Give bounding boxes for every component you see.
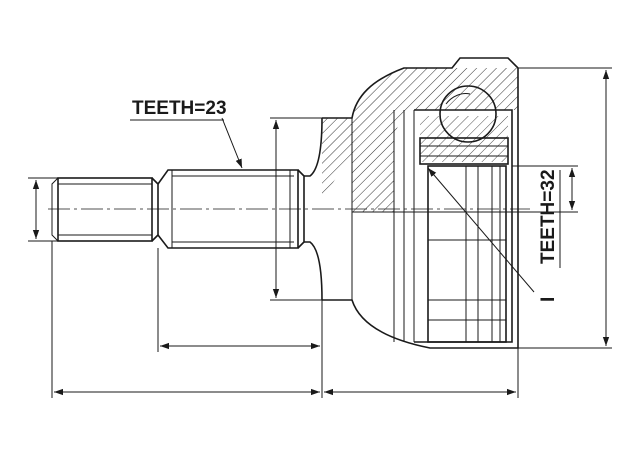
dimensions [28,67,612,398]
outer-housing [322,57,519,349]
inner-race [427,165,507,343]
label-ring-mark: I [538,297,559,302]
ball-cage [419,85,509,165]
label-teeth-shaft: TEETH=23 [132,98,227,119]
threaded-stub [51,177,159,242]
leader-teeth-shaft [221,117,243,169]
label-teeth-bore: TEETH=32 [538,169,559,264]
splined-shaft [157,117,323,301]
leader-ring [427,167,535,293]
ball [439,85,497,143]
